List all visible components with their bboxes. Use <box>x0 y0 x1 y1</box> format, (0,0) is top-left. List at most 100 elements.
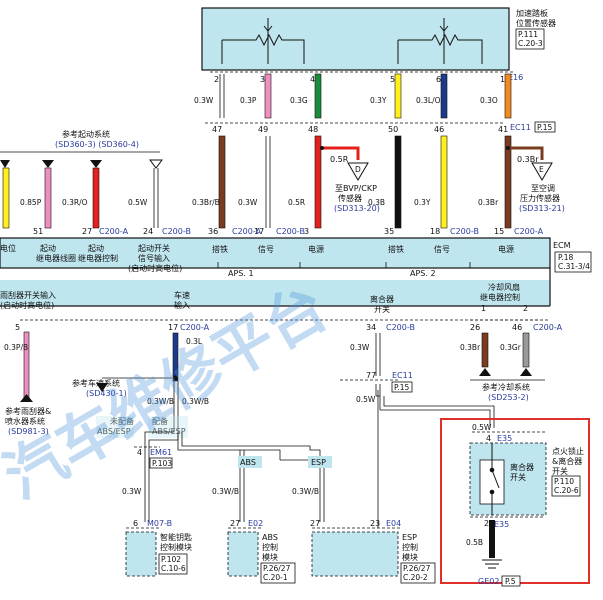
aps-wire-2-label: 信号 <box>258 244 274 254</box>
sensor-title-line1: 加速踏板 <box>516 8 548 18</box>
start-ref-code: (SD360-3) (SD360-4) <box>55 140 139 149</box>
ref-e-letter: E <box>539 165 544 174</box>
speed-conn: C200-A <box>180 323 210 332</box>
aps-wire-3-pin-top: 4 <box>310 75 315 84</box>
potentiometer-1-icon <box>221 18 305 64</box>
speed-line2: 输入 <box>174 300 190 310</box>
abs-ref-conn: C.20-1 <box>263 573 288 582</box>
aps-wire-6-pin-mid: 41 <box>498 125 508 134</box>
smart-key-line1: 智能钥匙 <box>160 532 192 542</box>
smart-key-pin: 6 <box>133 519 138 528</box>
esp-pin2: 27 <box>310 519 320 528</box>
ref-e-code: (SD313-21) <box>519 204 565 213</box>
wiper-ref-line1: 参考雨刮器& <box>5 406 51 416</box>
esp-ref-conn: C.20-2 <box>403 573 428 582</box>
aps-wire-4-pin-top: 5 <box>390 75 395 84</box>
with-abs-line2: ABS/ESP <box>152 427 186 436</box>
speed-line1: 车速 <box>174 290 190 300</box>
ign-inner-line1: 离合器 <box>510 462 534 472</box>
ground-ref: P.5 <box>505 577 516 586</box>
aps-wire-3-pin-ecm: 3 <box>304 227 309 236</box>
aps-wire-2-wire-mid: 0.3W <box>238 198 258 207</box>
ecm-connector-b-left: C200-B <box>162 227 191 236</box>
fan-wire-a: 0.3Br <box>460 343 481 352</box>
with-abs-line1: 配备 <box>152 416 168 426</box>
aps-wire-4-pin-mid: 50 <box>388 125 398 134</box>
clutch-pin: 34 <box>366 323 376 332</box>
switch-contact-icon <box>489 443 500 515</box>
ecm-connector-label-1: C200-A <box>232 227 262 236</box>
fan-conn: C200-A <box>533 323 563 332</box>
em61-pin: 4 <box>137 448 142 457</box>
ec11-code: EC11 <box>510 123 531 132</box>
fan-wire-b: 0.3Gr <box>500 343 522 352</box>
no-abs-line1: 未配备 <box>110 416 134 426</box>
aps-wire-6-wire-mid: 0.3Br <box>478 198 499 207</box>
ref-e-line2: 压力传感器 <box>520 193 560 203</box>
left-wire-2-label: 0.3R/O <box>62 198 88 207</box>
ign-ref-page: P.110 <box>554 477 574 486</box>
ign-pin-top: 4 <box>486 434 491 443</box>
smart-key-ref-page: P.102 <box>161 555 181 564</box>
esp-conn: E04 <box>386 519 401 528</box>
sensor-ref-connector: C.20-3 <box>518 39 543 48</box>
aps-wire-2-wire-top: 0.3P <box>240 96 257 105</box>
sensor-ref-page: P.111 <box>518 30 538 39</box>
abs-tag: ABS <box>240 458 256 467</box>
smart-key-conn: M07-B <box>147 519 172 528</box>
wiper-ref-line2: 喷水器系统 <box>5 416 45 426</box>
left-wire-3-line1: 起动开关 <box>138 243 170 253</box>
aps-wire-4-wire-top: 0.3Y <box>370 96 387 105</box>
left-wire-1-line2: 继电器线圈 <box>36 253 76 263</box>
ground-code: GE02 <box>478 577 499 586</box>
fan-pin-a: 26 <box>470 323 480 332</box>
ecm-connector-label-3: C200-B <box>450 227 479 236</box>
esp-tag: ESP <box>311 458 326 467</box>
clutch-wire: 0.3W <box>350 343 370 352</box>
ign-inner-line2: 开关 <box>510 472 526 482</box>
speed-pin: 17 <box>168 323 178 332</box>
em61-wire: 0.3W <box>122 487 142 496</box>
ec11-ref: P.15 <box>537 123 553 132</box>
accelerator-pedal-sensor: 加速踏板 位置传感器 P.111 C.20-3 <box>201 7 556 71</box>
potentiometer-2-icon <box>397 18 483 64</box>
aps-wire-3-label: 电源 <box>308 244 324 254</box>
em61-code: EM61 <box>150 448 172 457</box>
wiper-pin: 5 <box>15 323 20 332</box>
aps-wire-1-wire-top: 0.3W <box>194 96 214 105</box>
clutch-line1: 离合器 <box>370 294 394 304</box>
speed-wire-b: 0.3W/B <box>182 397 209 406</box>
aps-wire-6-pin-top: 1 <box>500 75 505 84</box>
aps-wire-2-pin-top: 3 <box>260 75 265 84</box>
ref-d-group: D 0.5R 至BVP/CKP 传感器 (SD313-20) <box>320 146 380 213</box>
aps-wire-1-pin-ecm: 36 <box>208 227 218 236</box>
esp-wire: 0.3W/B <box>292 487 319 496</box>
fan-ref-title: 参考冷却系统 <box>482 382 530 392</box>
ref-d-code: (SD313-20) <box>334 204 380 213</box>
aps2-label: APS. 2 <box>410 269 436 278</box>
clutch-line2: 开关 <box>374 304 390 314</box>
esp-ref-page: P.26/27 <box>403 564 431 573</box>
abs-line2: 控制 <box>262 542 278 552</box>
fan-line1: 冷却风扇 <box>488 282 520 292</box>
smart-key-ref-conn: C.10-6 <box>161 564 186 573</box>
ref-d-wire: 0.5R <box>330 155 349 164</box>
left-wire-2-pin: 27 <box>82 227 92 236</box>
wiper-wire: 0.3P/B <box>4 343 28 352</box>
aps-wire-5-label: 信号 <box>434 244 450 254</box>
fan-line2: 继电器控制 <box>480 292 520 302</box>
aps-wire-1-pin-top: 2 <box>214 75 219 84</box>
fan-ref-code: (SD253-2) <box>488 393 529 402</box>
ign-ref-conn: C.20-6 <box>554 486 579 495</box>
ref-e-wire: 0.3Br <box>517 155 539 164</box>
clutch-wire2: 0.5W <box>356 395 376 404</box>
speed-ref-code: (SD430-1) <box>86 389 127 398</box>
abs-pin: 27 <box>230 519 240 528</box>
ref-d-letter: D <box>355 165 361 174</box>
